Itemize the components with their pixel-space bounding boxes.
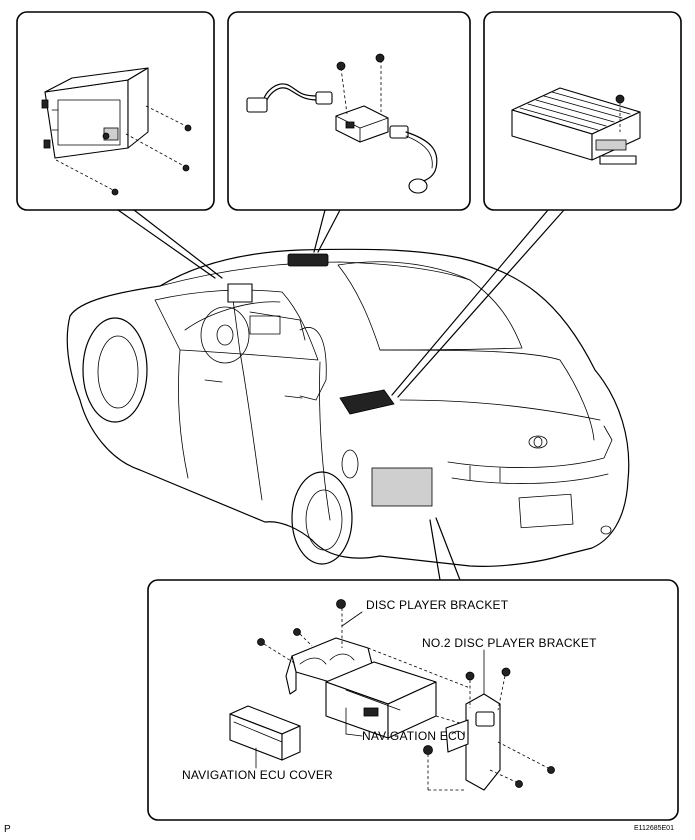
bolt-icon — [423, 667, 555, 791]
label-disc-player-bracket: DISC PLAYER BRACKET — [366, 598, 509, 612]
installed-display — [227, 283, 253, 303]
detail-box-display-unit — [16, 11, 215, 211]
label-navigation-ecu-cover: NAVIGATION ECU COVER — [182, 768, 333, 782]
screw-icon — [55, 105, 192, 196]
leader-lines — [117, 209, 565, 581]
installed-amplifier — [339, 389, 395, 415]
installed-navigation-unit — [371, 467, 433, 507]
vehicle-illustration — [66, 248, 630, 567]
no2-disc-player-bracket-part — [445, 693, 501, 791]
bolt-icon — [336, 53, 385, 115]
detail-box-navigation-ecu — [147, 579, 679, 821]
detail-box-harness — [227, 11, 471, 211]
label-navigation-ecu: NAVIGATION ECU — [362, 729, 466, 743]
page-marker: P — [4, 824, 11, 835]
bolt-icon — [615, 94, 625, 132]
installed-sensor — [287, 253, 329, 267]
amplifier-part — [511, 87, 641, 165]
label-no2-disc-player-bracket: NO.2 DISC PLAYER BRACKET — [422, 636, 597, 650]
sensor-part — [335, 105, 389, 143]
bolt-icon — [257, 599, 346, 665]
figure-code: E112685E01 — [634, 825, 674, 832]
detail-box-amplifier — [483, 11, 682, 211]
navigation-ecu-cover-part — [229, 705, 301, 761]
